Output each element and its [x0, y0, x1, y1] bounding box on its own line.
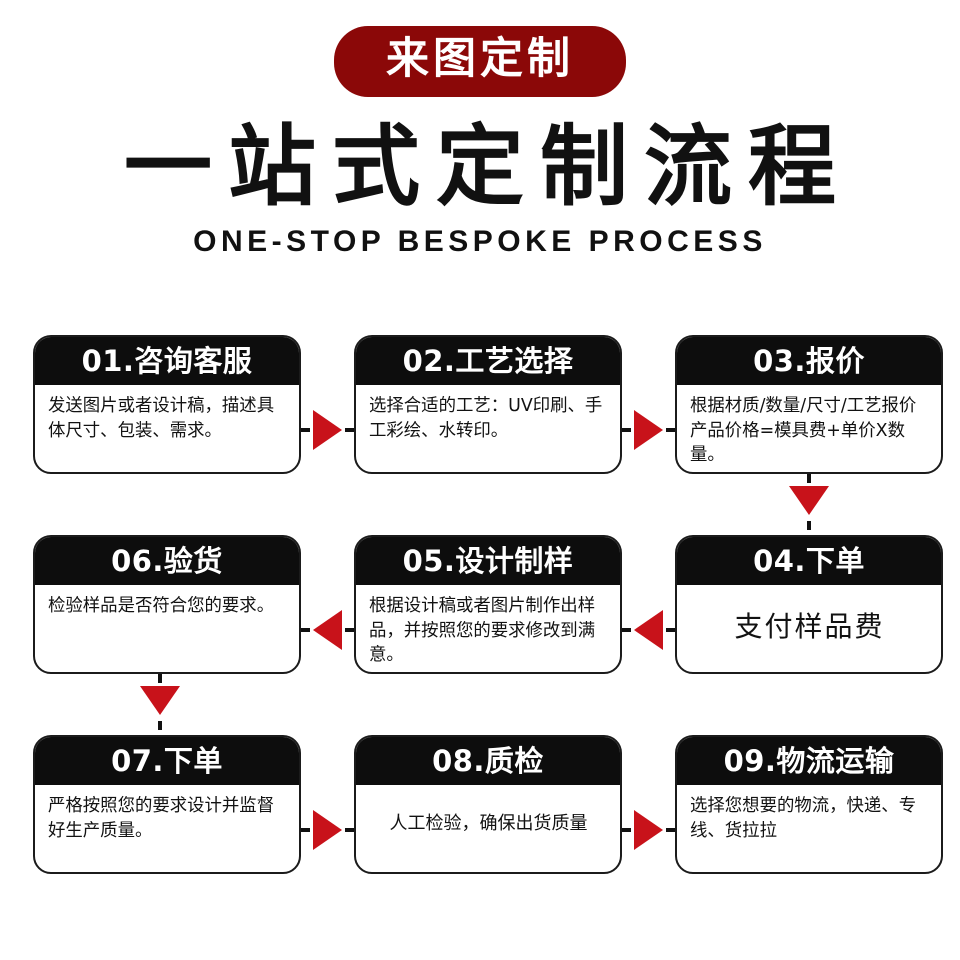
arrow-left-icon [634, 610, 663, 650]
connector-06-to-07 [137, 674, 183, 730]
dash-segment-left [622, 628, 631, 633]
step-card-06-body: 检验样品是否符合您的要求。 [48, 596, 275, 616]
dash-segment-left [301, 828, 310, 833]
dash-segment-left [301, 628, 310, 633]
arrow-down-icon [140, 686, 180, 715]
connector-07-to-08 [301, 807, 354, 853]
custom-from-image-badge: 来图定制 [334, 26, 626, 98]
step-card-03: 03.报价 根据材质/数量/尺寸/工艺报价产品价格=模具费+单价X数量。 [675, 335, 943, 474]
header: 来图定制 一站式定制流程 ONE-STOP BESPOKE PROCESS [0, 0, 960, 259]
dash-segment-left [622, 428, 631, 433]
arrow-left-icon [313, 610, 342, 650]
step-card-09-heading: 09.物流运输 [677, 737, 941, 785]
step-card-03-heading: 03.报价 [677, 337, 941, 385]
arrow-right-icon [634, 810, 663, 850]
dash-segment-bottom [807, 521, 812, 530]
arrow-right-icon [313, 810, 342, 850]
step-card-02-body: 选择合适的工艺：UV印刷、手工彩绘、水转印。 [369, 396, 603, 441]
step-card-02: 02.工艺选择 选择合适的工艺：UV印刷、手工彩绘、水转印。 [354, 335, 622, 474]
step-card-04: 04.下单 支付样品费 [675, 535, 943, 674]
process-flow-diagram: 01.咨询客服 发送图片或者设计稿，描述具体尺寸、包装、需求。 02.工艺选择 … [0, 325, 960, 905]
step-card-04-body: 支付样品费 [734, 610, 885, 643]
step-card-07-body: 严格按照您的要求设计并监督好生产质量。 [48, 796, 275, 841]
step-card-02-heading: 02.工艺选择 [356, 337, 620, 385]
connector-04-to-05 [622, 607, 675, 653]
step-card-07: 07.下单 严格按照您的要求设计并监督好生产质量。 [33, 735, 301, 874]
step-card-08: 08.质检 人工检验，确保出货质量 [354, 735, 622, 874]
page-subtitle: ONE-STOP BESPOKE PROCESS [193, 225, 767, 259]
dash-segment-right [666, 828, 675, 833]
step-card-06: 06.验货 检验样品是否符合您的要求。 [33, 535, 301, 674]
step-card-03-body: 根据材质/数量/尺寸/工艺报价产品价格=模具费+单价X数量。 [690, 396, 917, 466]
step-card-08-heading: 08.质检 [356, 737, 620, 785]
connector-02-to-03 [622, 407, 675, 453]
step-card-01: 01.咨询客服 发送图片或者设计稿，描述具体尺寸、包装、需求。 [33, 335, 301, 474]
dash-segment-right [666, 428, 675, 433]
badge-container: 来图定制 [0, 26, 960, 98]
dash-segment-bottom [158, 721, 163, 730]
arrow-right-icon [313, 410, 342, 450]
step-card-09-body: 选择您想要的物流，快递、专线、货拉拉 [690, 796, 917, 841]
arrow-right-icon [634, 410, 663, 450]
arrow-down-icon [789, 486, 829, 515]
dash-segment-right [345, 628, 354, 633]
dash-segment-left [301, 428, 310, 433]
connector-01-to-02 [301, 407, 354, 453]
step-card-01-body: 发送图片或者设计稿，描述具体尺寸、包装、需求。 [48, 396, 275, 441]
connector-03-to-04 [786, 474, 832, 530]
flow-row-1: 01.咨询客服 发送图片或者设计稿，描述具体尺寸、包装、需求。 02.工艺选择 … [0, 335, 960, 480]
connector-08-to-09 [622, 807, 675, 853]
page-title: 一站式定制流程 [123, 115, 852, 219]
connector-05-to-06 [301, 607, 354, 653]
step-card-05: 05.设计制样 根据设计稿或者图片制作出样品，并按照您的要求修改到满意。 [354, 535, 622, 674]
dash-segment-top [158, 674, 163, 683]
dash-segment-right [666, 628, 675, 633]
flow-row-2: 06.验货 检验样品是否符合您的要求。 05.设计制样 根据设计稿或者图片制作出… [0, 535, 960, 680]
dash-segment-top [807, 474, 812, 483]
step-card-09: 09.物流运输 选择您想要的物流，快递、专线、货拉拉 [675, 735, 943, 874]
step-card-01-heading: 01.咨询客服 [35, 337, 299, 385]
step-card-08-body: 人工检验，确保出货质量 [389, 813, 588, 834]
step-card-06-heading: 06.验货 [35, 537, 299, 585]
dash-segment-right [345, 828, 354, 833]
dash-segment-right [345, 428, 354, 433]
step-card-04-heading: 04.下单 [677, 537, 941, 585]
step-card-07-heading: 07.下单 [35, 737, 299, 785]
step-card-05-body: 根据设计稿或者图片制作出样品，并按照您的要求修改到满意。 [369, 596, 596, 666]
dash-segment-left [622, 828, 631, 833]
flow-row-3: 07.下单 严格按照您的要求设计并监督好生产质量。 08.质检 人工检验，确保出… [0, 735, 960, 880]
step-card-05-heading: 05.设计制样 [356, 537, 620, 585]
